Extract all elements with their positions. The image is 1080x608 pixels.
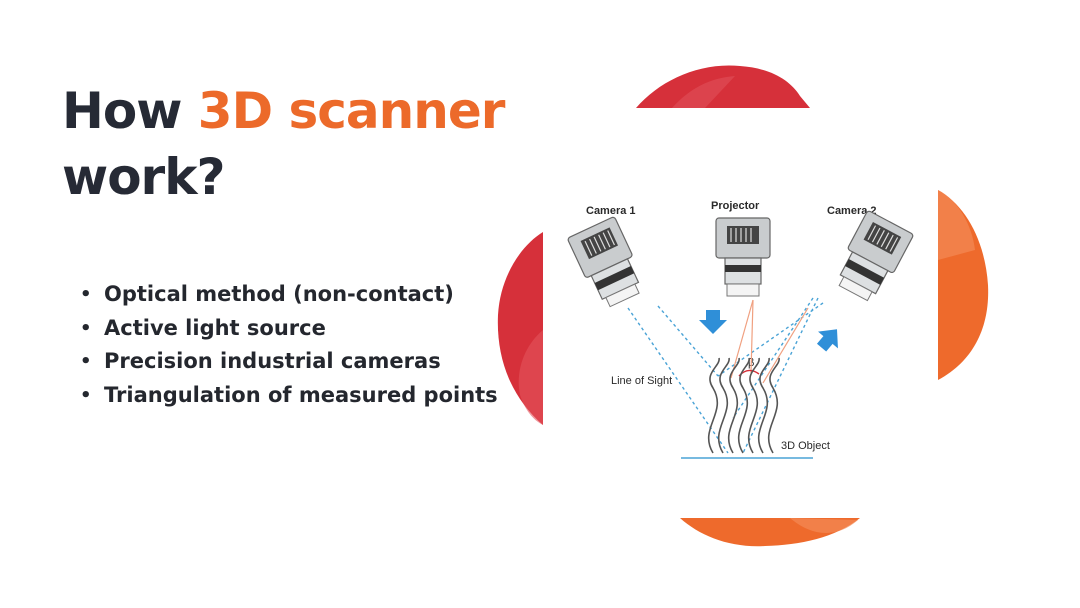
title-suffix: work? [62, 148, 225, 206]
right-blob-light [938, 190, 975, 260]
bullet-item: Triangulation of measured points [80, 379, 510, 413]
projector-label: Projector [711, 200, 760, 212]
title-accent: 3D scanner [197, 82, 506, 140]
camera2-icon [838, 210, 914, 302]
object-label: 3D Object [781, 440, 830, 452]
bottom-blob-light [790, 518, 858, 533]
camera1-label: Camera 1 [586, 205, 636, 217]
bullet-list: Optical method (non-contact) Active ligh… [80, 278, 510, 412]
top-blob-light [672, 76, 735, 108]
up-arrow-icon [816, 329, 838, 352]
camera2-label: Camera 2 [827, 205, 877, 217]
slide-title: How 3D scanner work? [62, 78, 506, 210]
down-arrow-icon [699, 310, 727, 334]
title-prefix: How [62, 82, 198, 140]
bullet-item: Optical method (non-contact) [80, 278, 510, 312]
projector-rays [730, 299, 809, 384]
object-waves [707, 357, 780, 454]
left-blob-light [518, 330, 543, 425]
bullet-item: Active light source [80, 312, 510, 346]
scanner-diagram: Camera 1 Projector Camera 2 Line of Sigh… [543, 108, 938, 518]
bullet-item: Precision industrial cameras [80, 345, 510, 379]
projector-icon [715, 217, 771, 297]
camera1-icon [567, 216, 640, 308]
line-of-sight-label: Line of Sight [611, 375, 672, 387]
